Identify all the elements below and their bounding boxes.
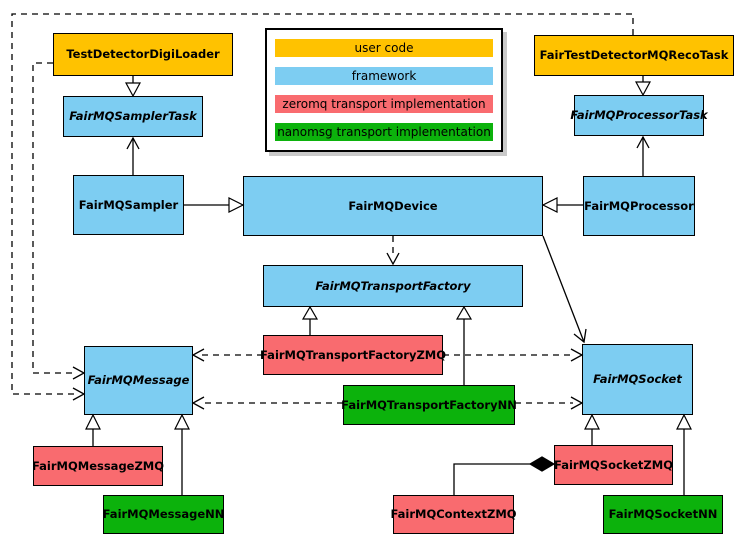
edge-association-device-socket [542, 235, 587, 344]
class-fairmqsamplertask: FairMQSamplerTask [63, 96, 203, 137]
edge-generalization-recotask-processortask [634, 76, 652, 97]
edge-generalization-socketzmq-socket [584, 413, 600, 445]
class-fairmqtransportfactorynn: FairMQTransportFactoryNN [341, 385, 517, 425]
class-fairmqcontextzmq: FairMQContextZMQ [390, 495, 517, 534]
class-fairmqmessage: FairMQMessage [84, 346, 193, 415]
edge-association-sampler-samplertask [126, 136, 140, 175]
legend-item-nanomsg: nanomsg transport implementation [275, 123, 493, 141]
edge-association-processor-processortask [636, 135, 650, 176]
class-fairmqsocketzmq: FairMQSocketZMQ [554, 445, 673, 485]
legend-item-zeromq: zeromq transport implementation [275, 95, 493, 113]
class-fairmqmessagenn: FairMQMessageNN [103, 495, 224, 534]
class-fairmqprocessor: FairMQProcessor [583, 176, 695, 236]
edge-generalization-tfzmq-transportfactory [301, 305, 319, 335]
class-fairmqmessagezmq: FairMQMessageZMQ [32, 446, 164, 486]
legend-item-user-code: user code [275, 39, 493, 57]
edge-generalization-digiloader-samplertask [124, 76, 142, 98]
edge-generalization-processor-device [541, 197, 583, 213]
class-fairmqsocketnn: FairMQSocketNN [603, 495, 723, 534]
legend-item-framework: framework [275, 67, 493, 85]
edge-generalization-messagezmq-message [85, 413, 101, 446]
class-fairtestdetectormqrecotask: FairTestDetectorMQRecoTask [534, 35, 734, 76]
edge-generalization-sampler-device [184, 197, 245, 213]
class-testdetectordigiloader: TestDetectorDigiLoader [53, 33, 233, 76]
edge-dependency-tfnn-message [191, 396, 343, 410]
edge-generalization-messagenn-message [174, 413, 190, 495]
edge-composition-socketzmq-contextzmq [453, 456, 556, 495]
class-fairmqtransportfactory: FairMQTransportFactory [263, 265, 523, 307]
class-fairmqsampler: FairMQSampler [73, 175, 184, 235]
class-fairmqsocket: FairMQSocket [582, 344, 693, 415]
edge-generalization-socketnn-socket [676, 413, 692, 495]
edge-dependency-tfzmq-message [191, 348, 263, 362]
class-fairmqtransportfactoryzmq: FairMQTransportFactoryZMQ [260, 335, 446, 375]
edge-dependency-device-transportfactory [386, 236, 400, 266]
class-fairmqdevice: FairMQDevice [243, 176, 543, 236]
class-fairmqprocessortask: FairMQProcessorTask [570, 95, 708, 136]
edge-dependency-tfnn-socket [515, 396, 584, 410]
legend: user code framework zeromq transport imp… [265, 28, 503, 152]
edge-dependency-tfzmq-socket [443, 348, 584, 362]
edge-generalization-tfnn-transportfactory [455, 305, 473, 385]
